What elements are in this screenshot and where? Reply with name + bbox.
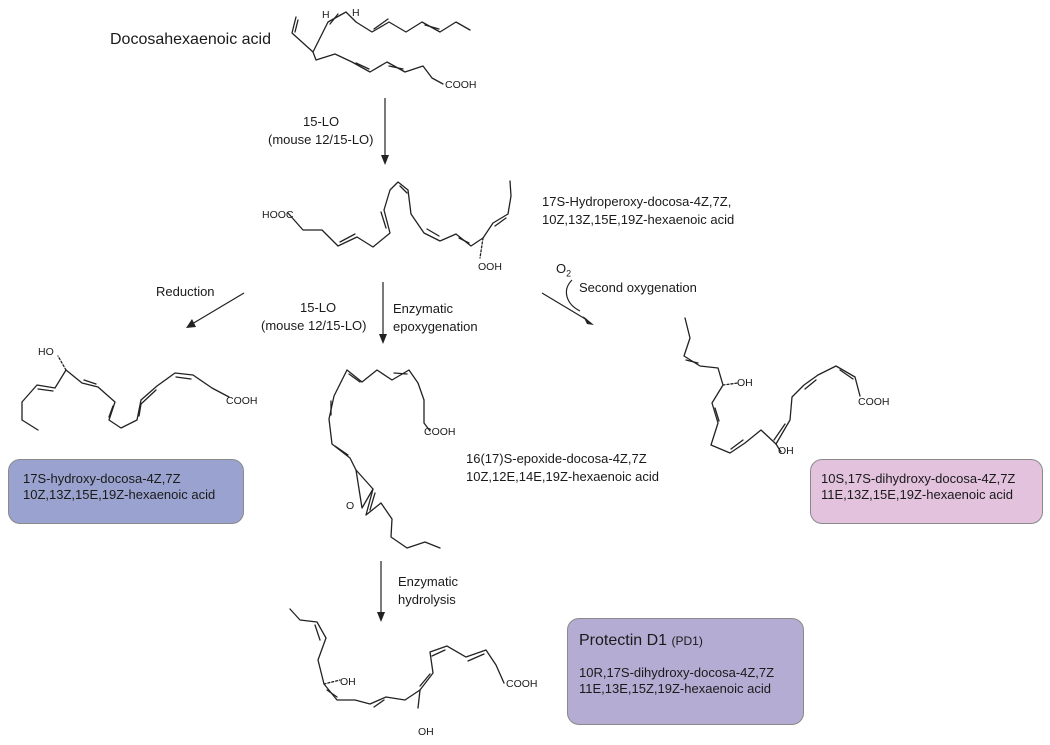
arrow-reduction — [186, 292, 245, 328]
dha-title: Docosahexaenoic acid — [110, 31, 271, 48]
step1-enzyme: 15-LO — [303, 114, 340, 129]
protectin-abbr: (PD1) — [671, 634, 703, 648]
hydroxy-product-name-line2: 10Z,13Z,15E,19Z-hexaenoic acid — [23, 487, 216, 502]
hydroperoxy-name-line1: 17S-Hydroperoxy-docosa-4Z,7Z, — [542, 194, 732, 209]
protectin-oh-upper: OH — [340, 676, 356, 688]
hydroperoxy-structure — [287, 180, 512, 259]
hydroxy-structure — [21, 355, 230, 431]
hydroperoxy-hooc-label: HOOC — [262, 209, 294, 221]
step2-enzyme-mouse: (mouse 12/15-LO) — [261, 318, 367, 333]
protectin-oh-lower: OH — [418, 726, 434, 738]
reduction-label: Reduction — [156, 284, 215, 299]
arrow-hydrolysis — [377, 561, 385, 622]
arrow-15lo-1 — [381, 98, 389, 165]
protectin-title: Protectin D1 (PD1) — [579, 632, 703, 649]
protectin-cooh-label: COOH — [506, 678, 538, 690]
hydroxy-ho-label: HO — [38, 346, 54, 358]
epoxide-cooh-label: COOH — [424, 426, 456, 438]
hydroperoxy-name-line2: 10Z,13Z,15E,19Z-hexaenoic acid — [542, 212, 735, 227]
epoxide-name-line2: 10Z,12E,14E,19Z-hexaenoic acid — [466, 469, 659, 484]
dihydroxy-oh-upper: OH — [737, 377, 753, 389]
protectin-name-line1: 10R,17S-dihydroxy-docosa-4Z,7Z — [579, 665, 775, 680]
step1-enzyme-mouse: (mouse 12/15-LO) — [268, 132, 374, 147]
hydrolysis-label-line2: hydrolysis — [398, 592, 456, 607]
epoxygenation-label-line2: epoxygenation — [393, 319, 478, 334]
protectin-name-line2: 11E,13E,15Z,19Z-hexaenoic acid — [579, 681, 771, 696]
epoxide-structure — [328, 369, 441, 549]
protectin-structure — [289, 608, 505, 709]
dihydroxy-oh-lower: OH — [778, 445, 794, 457]
epoxygenation-label-line1: Enzymatic — [393, 301, 453, 316]
dihydroxy-product-box: 10S,17S-dihydroxy-docosa-4Z,7Z 11E,13Z,1… — [810, 459, 1043, 524]
arrow-15lo-2 — [379, 282, 387, 344]
protectin-d1-box: Protectin D1 (PD1) 10R,17S-dihydroxy-doc… — [567, 618, 804, 725]
dihydroxy-cooh-label: COOH — [858, 396, 890, 408]
arrow-second-oxygenation — [541, 279, 594, 325]
dihydroxy-product-name-line1: 10S,17S-dihydroxy-docosa-4Z,7Z — [821, 471, 1016, 486]
hydroxy-cooh-label: COOH — [226, 395, 258, 407]
dihydroxy-product-name-line2: 11E,13Z,15E,19Z-hexaenoic acid — [821, 487, 1013, 502]
dha-structure — [291, 11, 471, 85]
second-oxygenation-label: Second oxygenation — [579, 280, 697, 295]
hydroperoxy-ooh-label: OOH — [478, 261, 502, 273]
hydrolysis-label-line1: Enzymatic — [398, 574, 458, 589]
hydroxy-product-name-line1: 17S-hydroxy-docosa-4Z,7Z — [23, 471, 181, 486]
h-atom-left: H — [322, 9, 330, 21]
hydroxy-product-box: 17S-hydroxy-docosa-4Z,7Z 10Z,13Z,15E,19Z… — [8, 459, 244, 524]
dihydroxy-structure — [683, 317, 861, 454]
h-atom-right: H — [352, 7, 360, 19]
epoxide-o-label: O — [346, 500, 355, 512]
oxygen-reagent: O2 — [556, 261, 572, 279]
dha-cooh-label: COOH — [445, 79, 477, 91]
step2-enzyme: 15-LO — [300, 300, 337, 315]
epoxide-name-line1: 16(17)S-epoxide-docosa-4Z,7Z — [466, 451, 647, 466]
